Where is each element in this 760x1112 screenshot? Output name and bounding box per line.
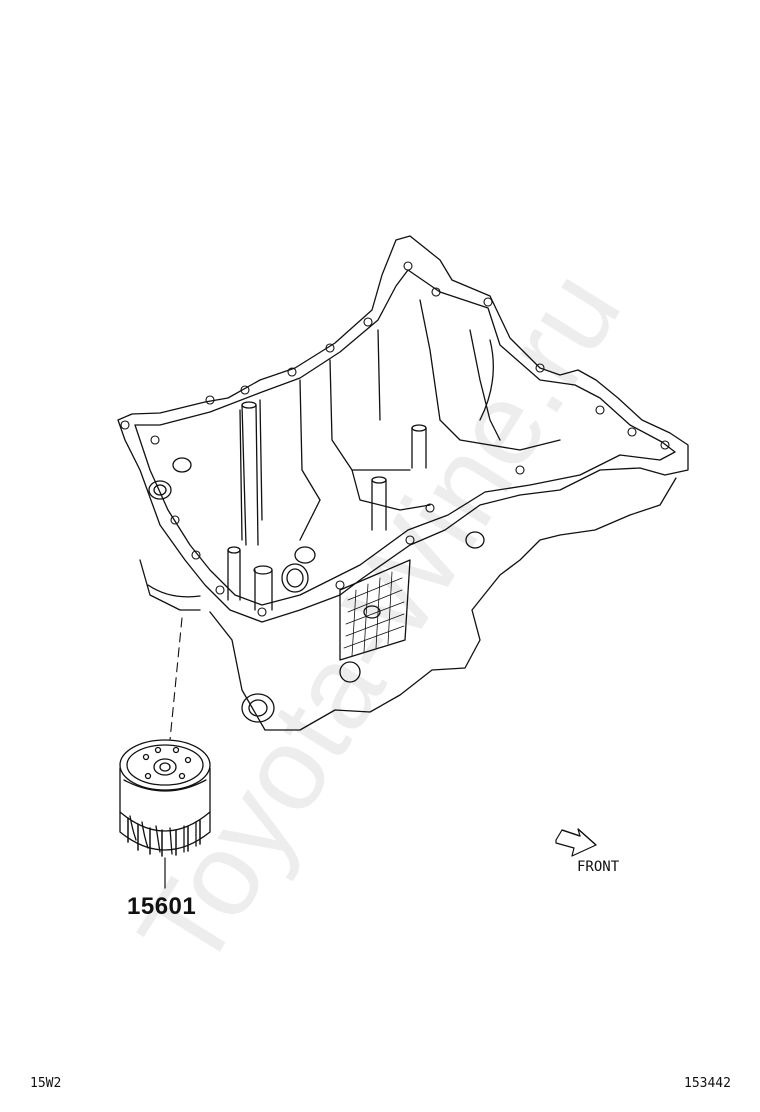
oil-pan-illustration — [117, 235, 689, 731]
oil-filter-illustration — [119, 739, 211, 857]
front-direction-label: FRONT — [577, 859, 620, 875]
part-number-label[interactable]: 15601 — [127, 893, 197, 920]
leader-line — [169, 617, 183, 741]
diagram-code-right: 153442 — [684, 1076, 731, 1091]
front-direction-arrow-icon — [555, 828, 597, 857]
diagram-code-left: 15W2 — [30, 1076, 62, 1091]
